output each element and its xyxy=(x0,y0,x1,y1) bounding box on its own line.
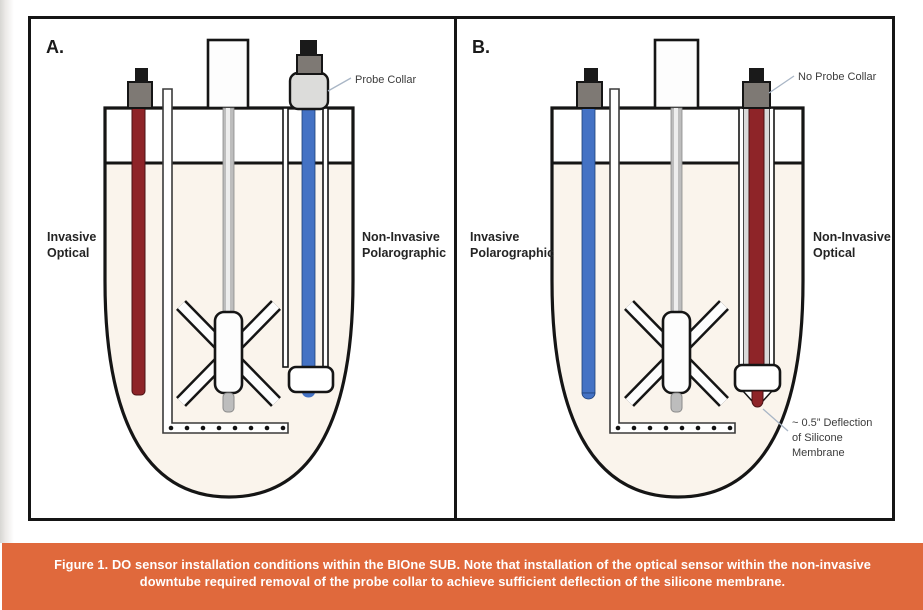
invasive-optical-probe xyxy=(127,68,153,396)
page-edge-shadow xyxy=(0,0,14,543)
right-sensor-label-line2: Optical xyxy=(813,246,855,260)
non-invasive-downtube xyxy=(282,40,335,398)
probe-collar-callout: Probe Collar xyxy=(355,74,416,86)
caption-line-2: downtube required removal of the probe c… xyxy=(139,573,786,589)
no-probe-collar-callout: No Probe Collar xyxy=(798,71,877,83)
panel-b-title: B. xyxy=(472,37,490,57)
panel-b-diagram: B. xyxy=(470,37,891,499)
agitator-assembly xyxy=(623,38,730,413)
sparger-tube xyxy=(609,88,736,434)
impeller-hub xyxy=(661,310,692,395)
left-sensor-label-line2: Polarographic xyxy=(470,246,554,260)
downtube-wall-left xyxy=(738,107,745,366)
shaft-highlight xyxy=(674,108,678,313)
downtube-end-collar xyxy=(287,365,335,394)
probe-collar xyxy=(288,71,330,111)
probe-cap-black xyxy=(135,68,148,83)
deflected-membrane-tip xyxy=(751,390,764,408)
probe-collar-pointer-line xyxy=(327,77,352,92)
downtube-end-collar xyxy=(733,363,782,393)
downtube-wall-left xyxy=(282,107,289,368)
shaft-highlight xyxy=(226,108,230,313)
probe-tip-blue xyxy=(581,392,596,400)
probe-shaft-blue xyxy=(301,94,316,393)
probe-shaft-red xyxy=(131,94,146,396)
panel-a-title: A. xyxy=(46,37,64,57)
membrane-pointer-line xyxy=(762,408,789,432)
invasive-polarographic-probe xyxy=(576,68,603,400)
downtube-wall-right xyxy=(768,107,775,366)
probe-cap-black xyxy=(300,40,317,56)
probe-cap-black xyxy=(584,68,598,83)
impeller-hub xyxy=(213,310,244,395)
membrane-note-line3: Membrane xyxy=(792,447,845,459)
panel-b: B. xyxy=(454,16,895,521)
right-sensor-label-line1: Non-Invasive xyxy=(362,230,440,244)
probe-cap-gray xyxy=(296,54,323,75)
right-sensor-label-line1: Non-Invasive xyxy=(813,230,891,244)
left-sensor-label-line1: Invasive xyxy=(470,230,519,244)
figure-caption: Figure 1. DO sensor installation conditi… xyxy=(2,543,923,610)
downtube-inner-shade-left xyxy=(744,108,749,365)
non-invasive-downtube xyxy=(733,68,782,408)
downtube-wall-right xyxy=(322,107,329,368)
sparger-holes xyxy=(168,425,286,431)
downtube-inner-shade-right xyxy=(764,108,769,365)
probe-tip-blue xyxy=(302,392,315,398)
probe-cap-gray xyxy=(742,81,771,109)
probe-cap-gray xyxy=(127,81,153,109)
agitator-assembly xyxy=(175,38,282,413)
probe-cap-black xyxy=(749,68,764,83)
sparger-tube xyxy=(162,88,289,434)
shaft-tip xyxy=(222,392,235,413)
left-sensor-label-line1: Invasive xyxy=(47,230,96,244)
left-sensor-label-line2: Optical xyxy=(47,246,89,260)
caption-line-1: Figure 1. DO sensor installation conditi… xyxy=(54,557,871,572)
motor-coupling xyxy=(206,38,250,110)
sparger-holes xyxy=(615,425,733,431)
probe-cap-gray xyxy=(576,81,603,109)
shaft-tip xyxy=(670,392,683,413)
probe-shaft-blue xyxy=(581,94,596,394)
no-probe-collar-pointer-line xyxy=(768,75,795,94)
right-sensor-label-line2: Polarographic xyxy=(362,246,446,260)
probe-shaft-red xyxy=(748,94,765,396)
panel-a: A. xyxy=(28,16,457,521)
membrane-note-line1: ~ 0.5” Deflection xyxy=(792,417,872,429)
panel-a-diagram: A. xyxy=(46,37,446,499)
motor-coupling xyxy=(653,38,700,110)
membrane-note-line2: of Silicone xyxy=(792,432,843,444)
